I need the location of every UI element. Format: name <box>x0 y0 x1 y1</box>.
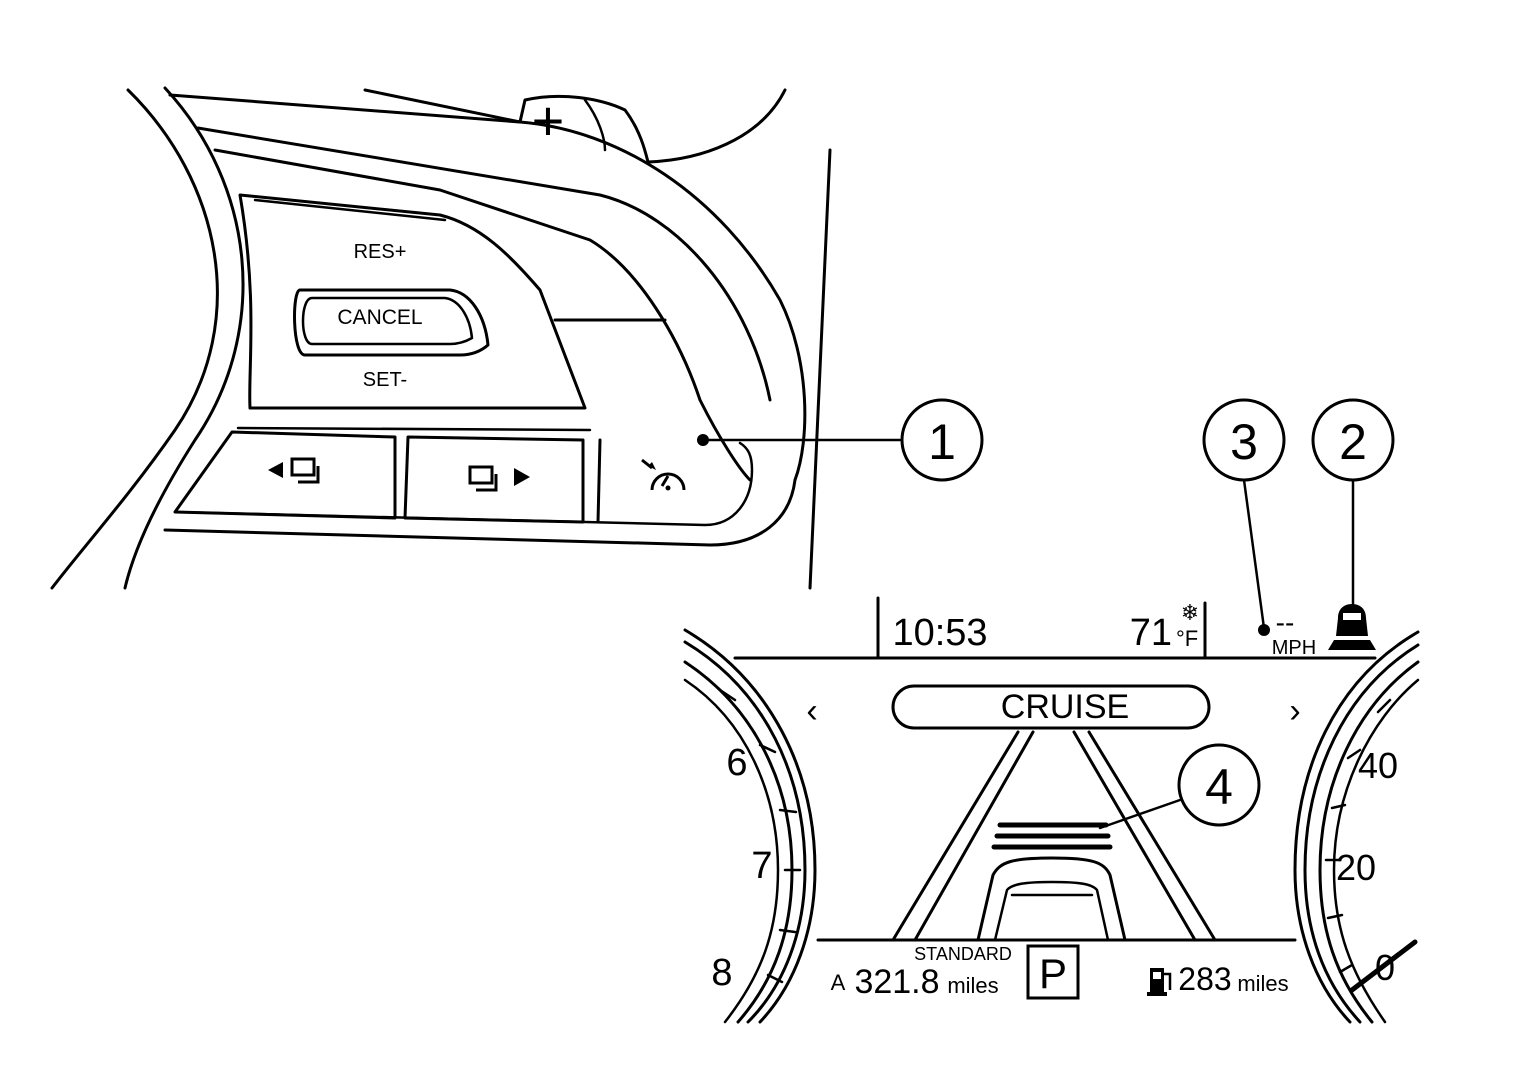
speedo-label-40: 40 <box>1358 745 1398 786</box>
cruise-switch-panel <box>238 193 587 410</box>
speed-unit: MPH <box>1272 637 1316 659</box>
range-unit: miles <box>1237 971 1288 996</box>
spoke-line-1 <box>168 93 807 482</box>
callout-3-number: 3 <box>1230 414 1258 470</box>
own-vehicle <box>976 856 1127 942</box>
callout-1-number: 1 <box>928 414 956 470</box>
callouts: 1 2 3 4 <box>697 398 1395 830</box>
frost-icon: ❄ <box>1181 600 1199 625</box>
trip-label: A <box>831 970 846 995</box>
range-value: 283 <box>1178 961 1231 997</box>
next-screen-icon <box>468 465 530 492</box>
tach-label-7: 7 <box>751 845 772 887</box>
prev-screen-button[interactable] <box>173 430 397 520</box>
speedometer: 40 20 0 <box>1293 630 1420 1024</box>
gear-indicator: P <box>1039 950 1067 997</box>
clock-time: 10:53 <box>892 612 987 654</box>
divider-line <box>808 148 832 590</box>
cruise-control-icon <box>641 458 686 491</box>
wheel-rim-outer <box>50 88 219 590</box>
gear-indicator-box <box>1026 944 1080 1000</box>
set-minus-label[interactable]: SET- <box>363 369 407 391</box>
callout-2 <box>1311 398 1395 482</box>
menu-prev-arrow[interactable]: ‹ <box>806 692 817 730</box>
callout-4 <box>1177 743 1261 827</box>
menu-next-arrow[interactable]: › <box>1289 692 1300 730</box>
next-screen-button[interactable] <box>403 435 585 524</box>
cancel-button[interactable] <box>301 296 474 346</box>
paddle-shifter <box>363 88 787 164</box>
lane-display <box>891 730 1217 942</box>
prev-screen-icon <box>268 457 320 484</box>
callout-1 <box>900 398 984 482</box>
spoke-line-2 <box>196 126 772 402</box>
drive-mode: STANDARD <box>914 944 1012 964</box>
spoke-line-3 <box>213 148 752 482</box>
paddle-plus-label: + <box>532 89 565 152</box>
steering-wheel-switch: + CANCEL RES+ SET- <box>50 86 832 590</box>
speedo-needle <box>1349 939 1418 993</box>
cruise-menu-tab[interactable] <box>891 684 1211 730</box>
instrument-cluster: 6 7 8 40 20 0 10:53 71 °F ❄ -- MPH <box>683 596 1420 1024</box>
fuel-pump-icon <box>1147 968 1172 996</box>
tachometer: 6 7 8 <box>683 628 817 1024</box>
trip-value: 321.8 <box>854 963 939 1001</box>
switch-bottom-edge <box>163 478 797 547</box>
callout-4-number: 4 <box>1205 759 1233 815</box>
temperature-unit: °F <box>1176 626 1198 651</box>
wheel-rim-inner <box>123 86 245 590</box>
callout-3 <box>1202 398 1286 482</box>
tach-label-6: 6 <box>726 742 747 784</box>
menu-title: CRUISE <box>1001 688 1129 726</box>
speedo-label-20: 20 <box>1336 847 1376 888</box>
res-plus-label[interactable]: RES+ <box>354 241 407 263</box>
outside-temperature: 71 <box>1130 612 1172 654</box>
tach-label-8: 8 <box>711 952 732 994</box>
set-speed-value: -- <box>1276 607 1295 638</box>
cancel-button-outer[interactable] <box>293 288 490 357</box>
lead-vehicle-icon <box>1328 604 1376 650</box>
callout-2-number: 2 <box>1339 414 1367 470</box>
cancel-label: CANCEL <box>337 306 422 329</box>
trip-unit: miles <box>947 973 998 998</box>
